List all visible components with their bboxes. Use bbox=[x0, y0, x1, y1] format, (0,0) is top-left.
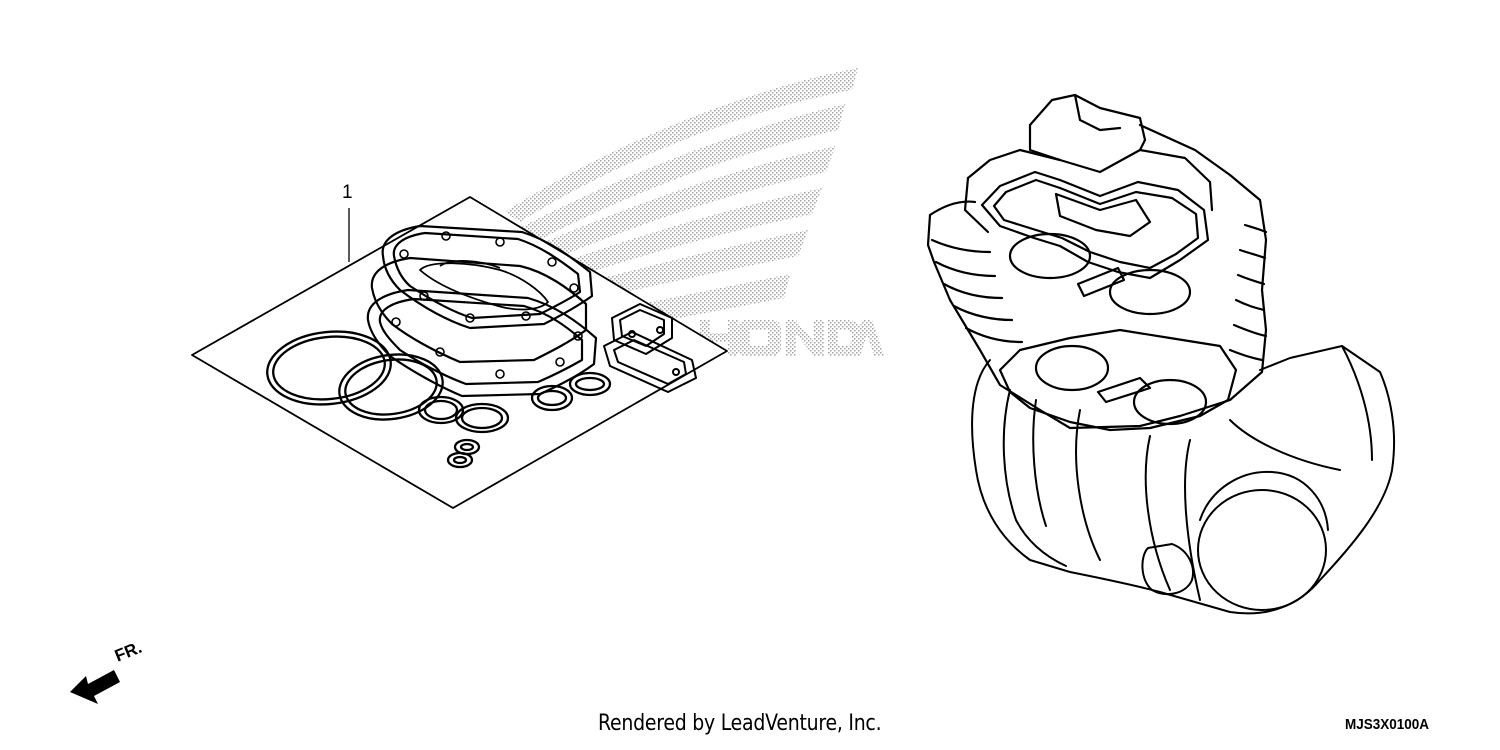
engine-illustration bbox=[926, 93, 1396, 615]
part-callout-1: 1 bbox=[342, 182, 353, 203]
front-arrow-icon bbox=[70, 670, 120, 704]
diagram-code: MJS3X0100A bbox=[1345, 716, 1430, 733]
render-credit: Rendered by LeadVenture, Inc. bbox=[598, 711, 882, 736]
gasket-kit-a bbox=[191, 196, 728, 509]
